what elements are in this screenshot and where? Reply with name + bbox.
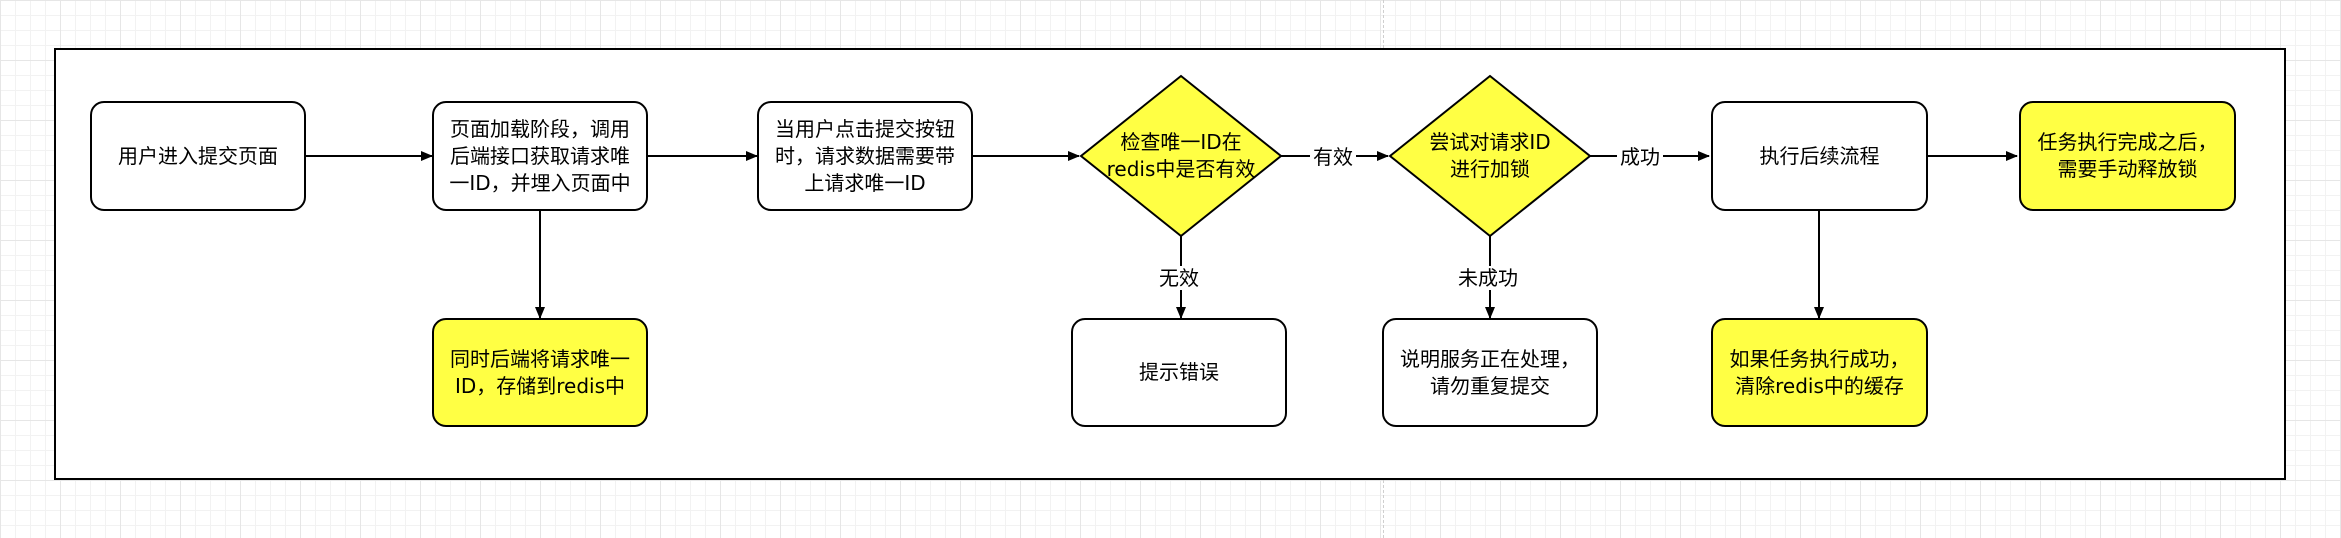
node-release-lock[interactable]: 任务执行完成之后， 需要手动释放锁 xyxy=(2019,101,2236,211)
node-page-load[interactable]: 页面加载阶段，调用 后端接口获取请求唯 一ID，并埋入页面中 xyxy=(432,101,648,211)
node-store-redis[interactable]: 同时后端将请求唯一 ID，存储到redis中 xyxy=(432,318,648,427)
node-try-lock: 尝试对请求ID 进行加锁 xyxy=(1429,130,1551,181)
edge-label-valid: 有效 xyxy=(1310,145,1356,169)
edge-label-fail: 未成功 xyxy=(1455,266,1521,290)
node-user-enter[interactable]: 用户进入提交页面 xyxy=(90,101,306,211)
node-user-submit[interactable]: 当用户点击提交按钮 时，请求数据需要带 上请求唯一ID xyxy=(757,101,973,211)
edge-label-success: 成功 xyxy=(1617,145,1663,169)
edge-label-invalid: 无效 xyxy=(1156,266,1202,290)
node-check-id: 检查唯一ID在 redis中是否有效 xyxy=(1106,130,1256,181)
node-continue-flow[interactable]: 执行后续流程 xyxy=(1711,101,1928,211)
node-clear-cache[interactable]: 如果任务执行成功， 清除redis中的缓存 xyxy=(1711,318,1928,427)
node-show-error[interactable]: 提示错误 xyxy=(1071,318,1287,427)
node-processing[interactable]: 说明服务正在处理， 请勿重复提交 xyxy=(1382,318,1598,427)
